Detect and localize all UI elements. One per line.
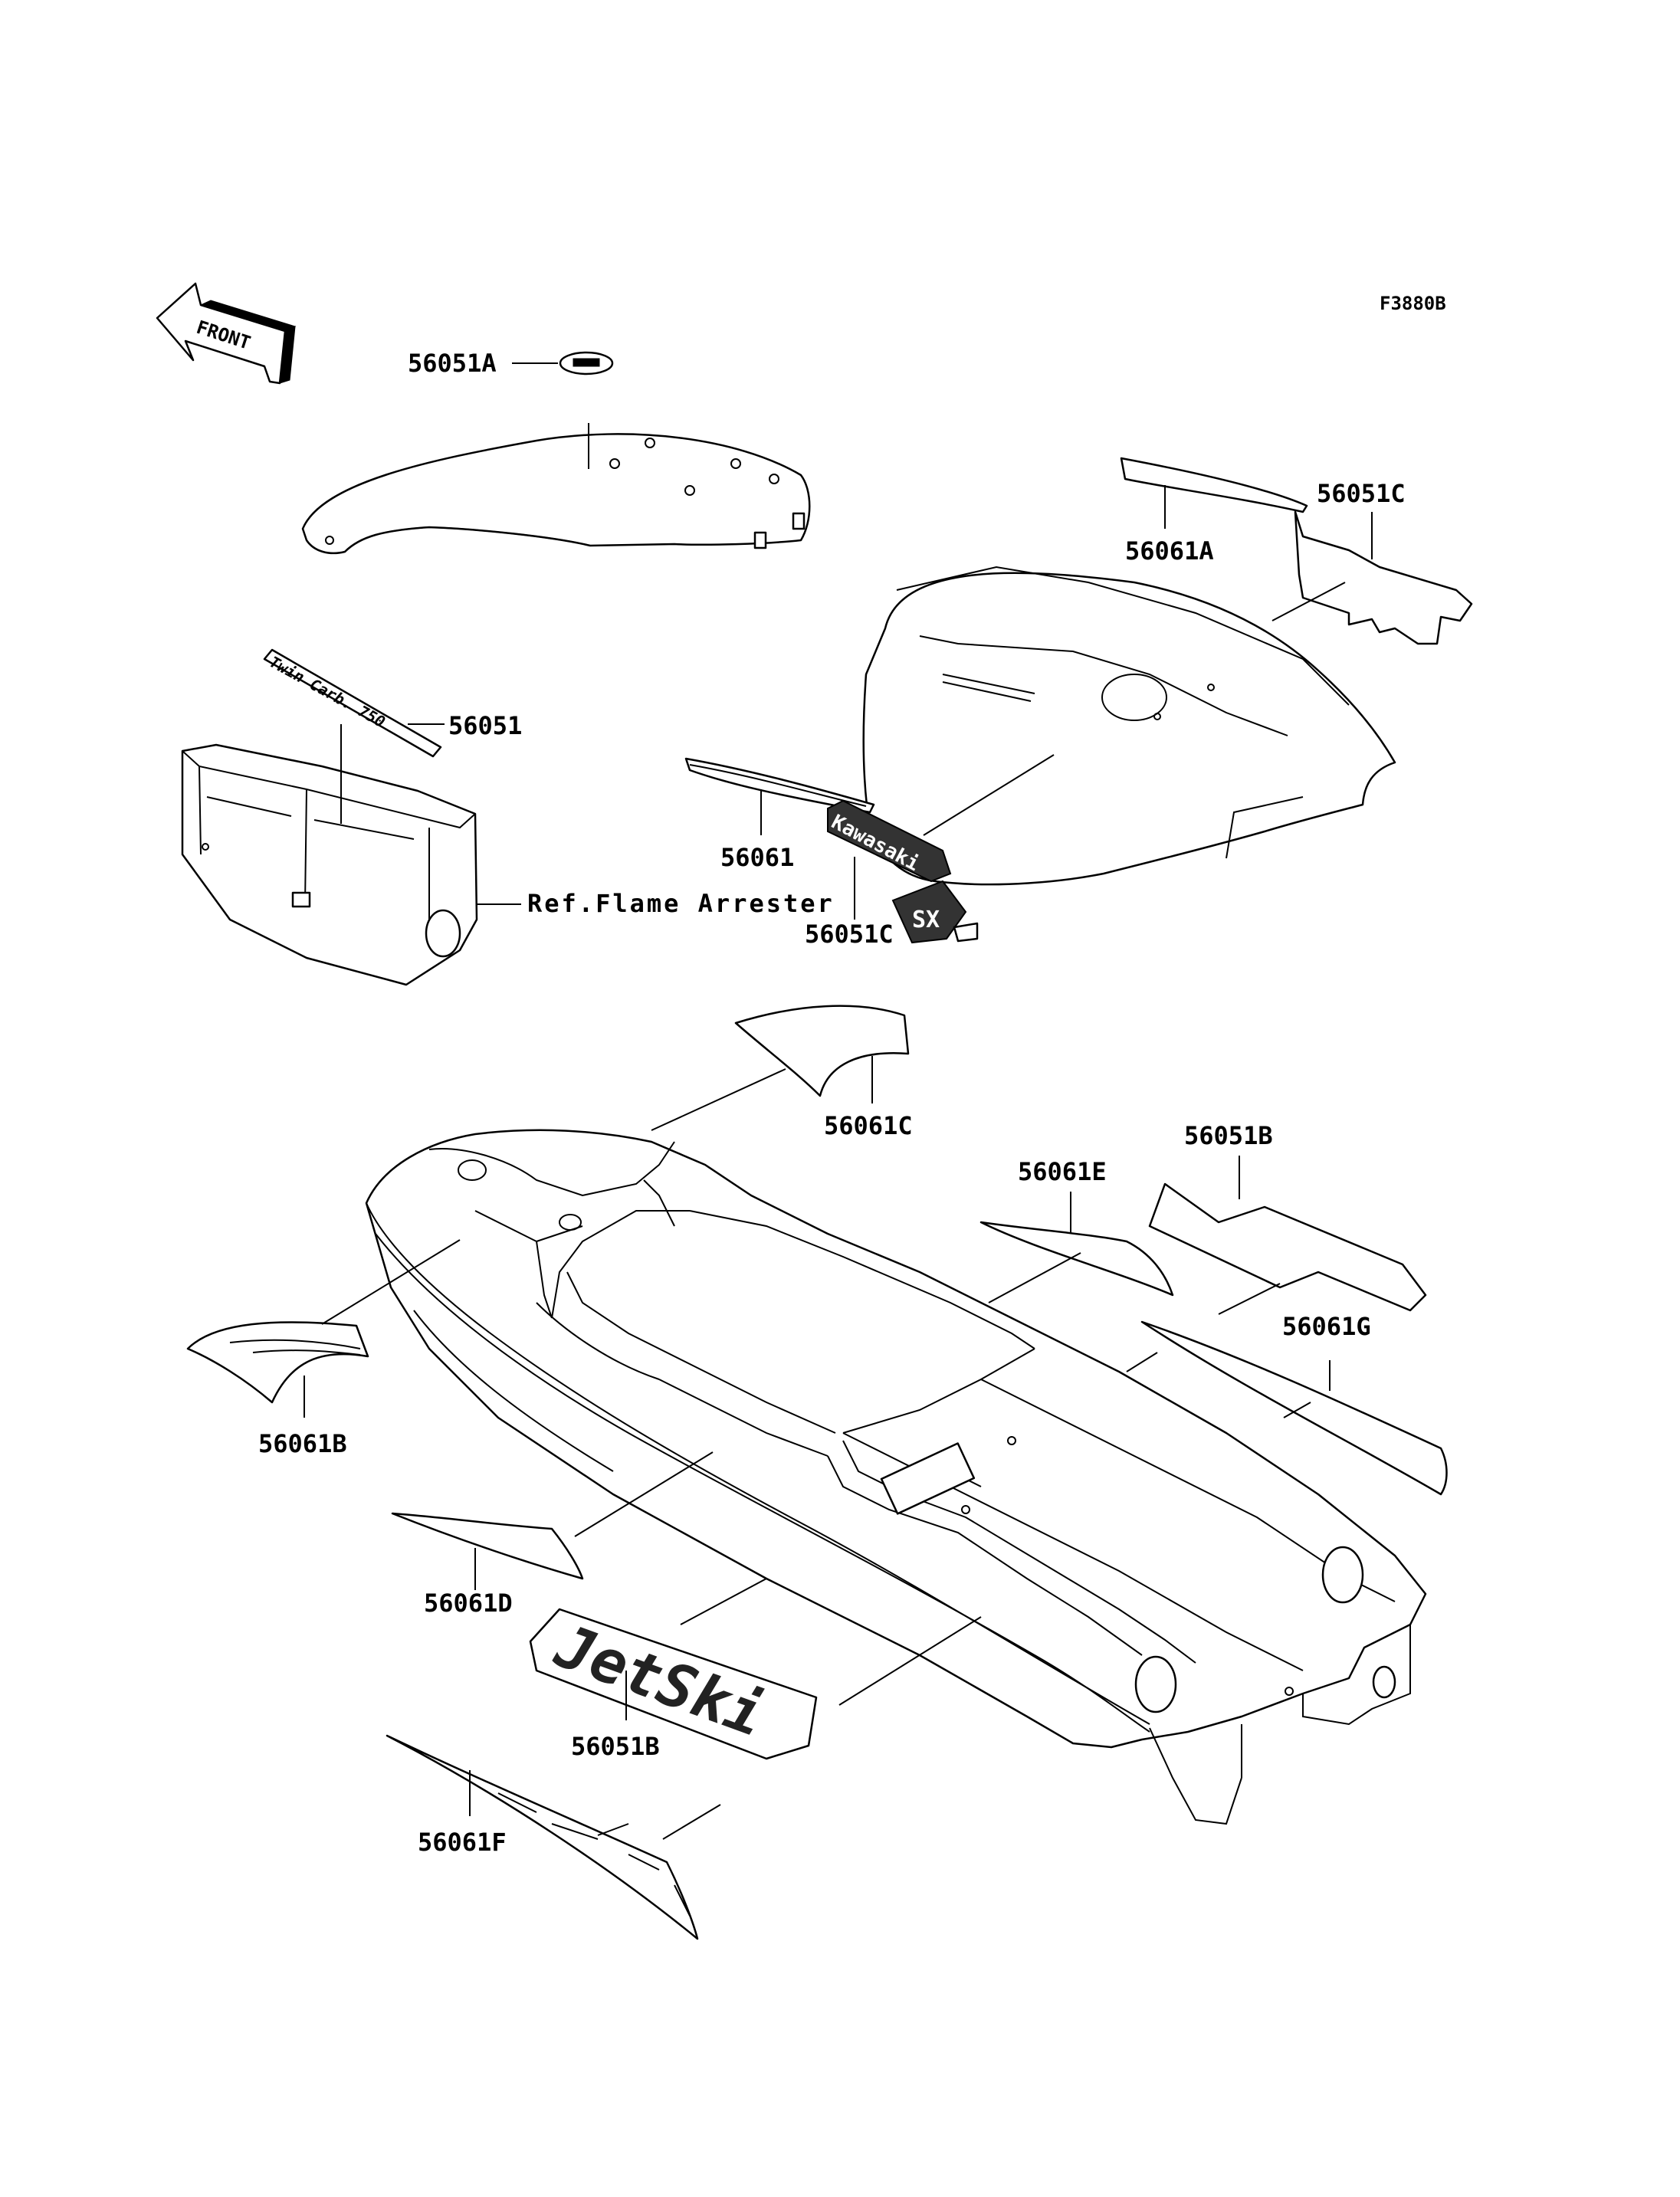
handle-pole-part <box>862 566 1396 886</box>
decal-sx-text: SX <box>912 907 940 933</box>
callout-56051C-mid: 56051C <box>805 920 894 949</box>
callout-56051A: 56051A <box>408 349 497 378</box>
callout-ref-flame-arrester: Ref.Flame Arrester <box>527 889 835 918</box>
hatch-cover-part <box>301 433 811 555</box>
decal-56061G <box>1140 1320 1448 1496</box>
decal-56051: Twin Carb. 750 <box>263 648 442 758</box>
stripe-56061A <box>1120 457 1308 513</box>
callout-56061C: 56061C <box>824 1111 913 1140</box>
decal-56061F <box>386 1734 699 1940</box>
callout-56061D: 56061D <box>424 1589 513 1618</box>
callout-56061A: 56061A <box>1125 536 1214 566</box>
callout-56051B-bottom: 56051B <box>571 1732 660 1761</box>
stripe-56061 <box>684 757 875 814</box>
decal-56061C <box>734 1005 910 1097</box>
decal-jetski-text: JetSki <box>546 1612 773 1750</box>
callout-56061B: 56061B <box>258 1429 347 1458</box>
callout-56051C-top: 56051C <box>1317 479 1406 508</box>
callout-56051B-top: 56051B <box>1184 1121 1273 1150</box>
decal-56061E <box>979 1221 1174 1297</box>
decal-56051B-top <box>1148 1182 1427 1312</box>
decal-56051C-right <box>1294 510 1473 645</box>
callout-56061F: 56061F <box>418 1828 507 1857</box>
callout-56051: 56051 <box>448 711 522 740</box>
decal-56061B <box>186 1321 369 1404</box>
hull-part <box>365 1129 1427 1825</box>
callout-56061E: 56061E <box>1018 1157 1107 1186</box>
diagram-code: F3880B <box>1380 293 1446 314</box>
front-arrow-icon: FRONT <box>156 282 297 385</box>
decal-56061D <box>391 1512 584 1580</box>
callout-56061: 56061 <box>720 843 794 872</box>
emblem-56051A <box>559 351 614 375</box>
callout-56061G: 56061G <box>1282 1312 1371 1341</box>
decal-twin-carb-text: Twin Carb. 750 <box>267 652 389 731</box>
flame-arrester-part <box>181 743 478 986</box>
